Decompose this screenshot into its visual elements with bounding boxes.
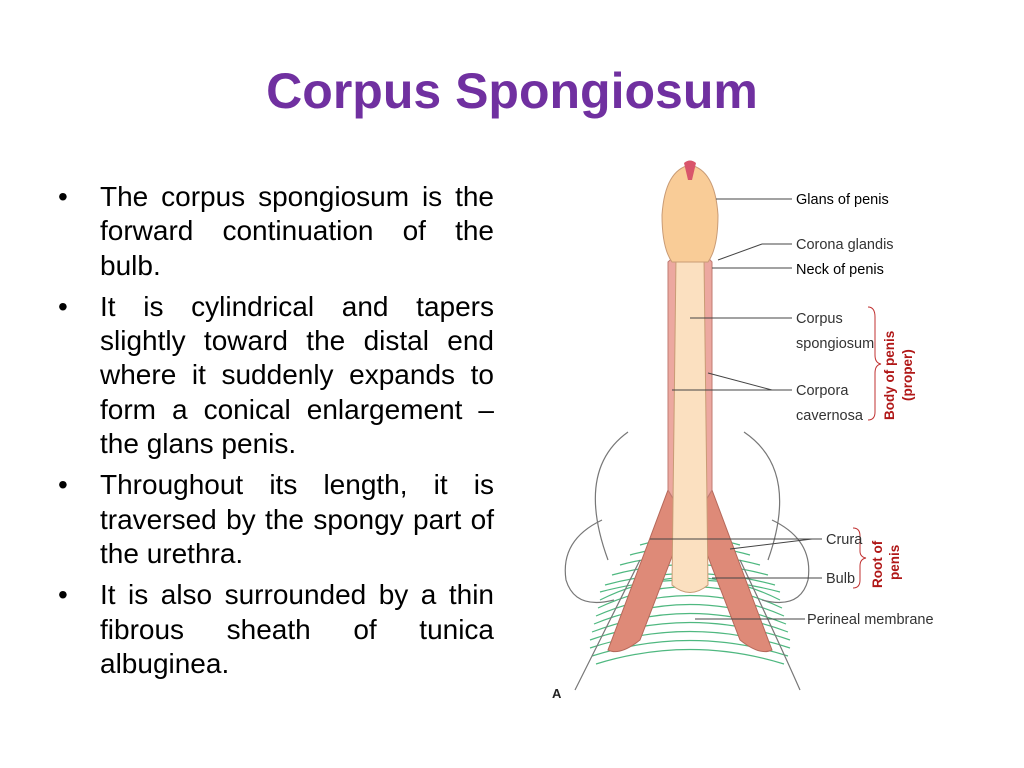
penis-anatomy-diagram: Glans of penis Corona glandis Neck of pe… — [552, 160, 934, 701]
label-bulb: Bulb — [826, 571, 855, 587]
bracket-braces — [852, 306, 882, 589]
slide-title: Corpus Spongiosum — [266, 63, 758, 119]
label-corona-glandis: Corona glandis — [796, 237, 894, 253]
label-perineal-membrane: Perineal membrane — [807, 612, 934, 628]
bullet-item: It is cylindrical and tapers slightly to… — [58, 290, 494, 461]
group-label-penis: penis — [887, 545, 902, 580]
group-label-body-of-penis: Body of penis — [882, 331, 897, 420]
urethral-meatus — [684, 160, 696, 180]
glans-penis — [661, 164, 719, 263]
corpus-spongiosum — [671, 257, 709, 593]
label-glans-of-penis: Glans of penis — [796, 192, 889, 208]
bullet-list: The corpus spongiosum is the forward con… — [58, 180, 494, 688]
bullet-item: It is also surrounded by a thin fibrous … — [58, 578, 494, 681]
label-corpus-spongiosum-line2: spongiosum — [796, 336, 874, 352]
group-label-proper: (proper) — [900, 349, 915, 401]
bullet-item: Throughout its length, it is traversed b… — [58, 468, 494, 571]
group-label-root-of: Root of — [870, 540, 885, 588]
label-corpus-spongiosum-line1: Corpus — [796, 311, 843, 327]
figure-letter: A — [552, 686, 562, 701]
anatomy-figure: Glans of penis Corona glandis Neck of pe… — [540, 150, 940, 710]
bullet-item: The corpus spongiosum is the forward con… — [58, 180, 494, 283]
leader-lines — [650, 198, 822, 620]
left-crus — [607, 488, 687, 653]
label-corpora-cavernosa-line2: cavernosa — [796, 408, 864, 424]
label-neck-of-penis: Neck of penis — [796, 262, 884, 278]
outline-curves — [564, 431, 810, 691]
right-crus — [693, 488, 773, 653]
label-corpora-cavernosa-line1: Corpora — [796, 383, 849, 399]
label-crura: Crura — [826, 532, 863, 548]
